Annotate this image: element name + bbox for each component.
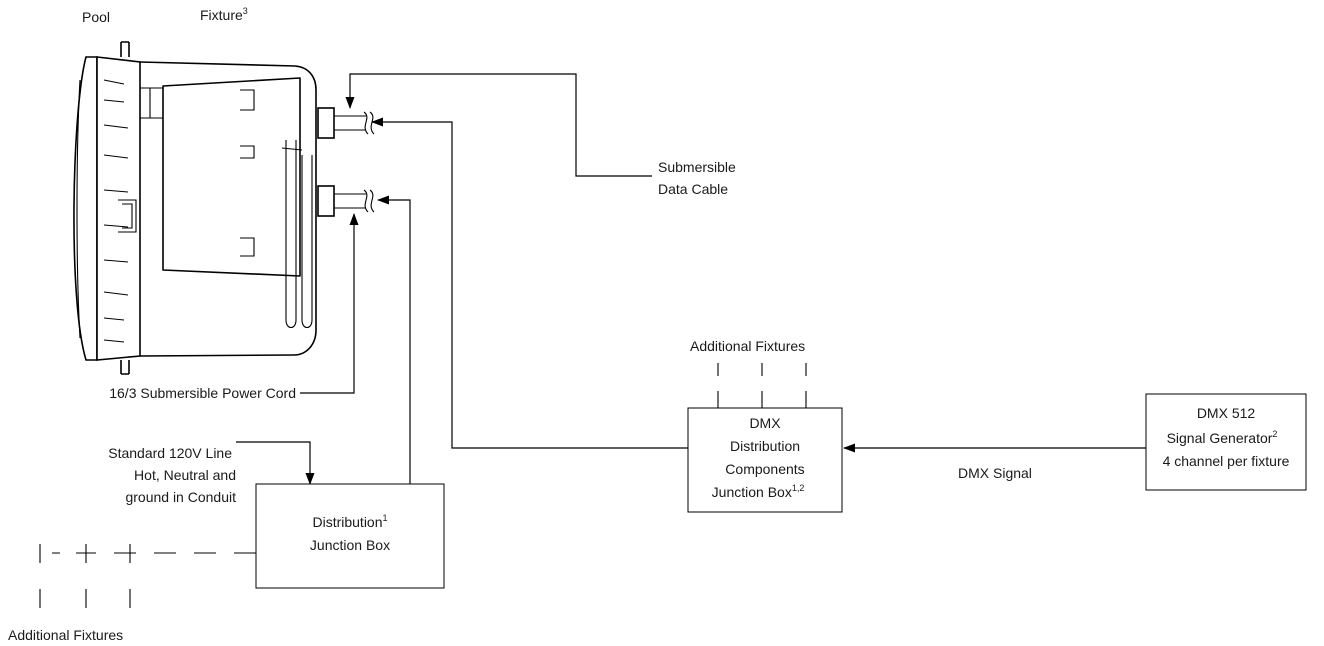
- generator-label-3: 4 channel per fixture: [1163, 453, 1290, 469]
- fixture-inner-clips: [240, 89, 255, 257]
- dmx-distribution-junction-box: [687, 407, 843, 513]
- distribution-additional-fixture-lines: [39, 544, 256, 608]
- distribution-to-power-cable: [377, 195, 411, 484]
- fixture-label: Fixture3: [200, 6, 248, 23]
- connections: [39, 73, 1146, 608]
- fixture-front-ring: [96, 56, 141, 361]
- line-to-distribution: [236, 441, 315, 485]
- fixture-ribs: [103, 79, 129, 343]
- fixture-inner-body: [162, 77, 301, 277]
- pool-label: Pool: [82, 9, 110, 25]
- power-cable-gland: [317, 185, 335, 217]
- data-cable-stub: [334, 111, 375, 135]
- power-cable-stub: [334, 189, 375, 213]
- dmx-signal-label: DMX Signal: [958, 465, 1032, 481]
- line-label-1: Standard 120V Line: [108, 445, 232, 461]
- fixture-flange-bottom: [120, 360, 130, 375]
- dmx-box-label-4: Junction Box1,2: [712, 483, 805, 500]
- data-cable-label-line2: Data Cable: [658, 181, 728, 197]
- additional-fixtures-top-label: Additional Fixtures: [690, 338, 805, 354]
- line-label-3: ground in Conduit: [125, 489, 236, 505]
- generator-label-1: DMX 512: [1197, 405, 1256, 421]
- generator-label-2: Signal Generator2: [1167, 429, 1278, 446]
- dmx-additional-fixture-lines: [717, 363, 807, 408]
- fixture-flange-top: [120, 41, 130, 57]
- dmx-to-data-cable: [371, 117, 688, 449]
- dmx-box-label-1: DMX: [749, 415, 781, 431]
- line-label-2: Hot, Neutral and: [134, 467, 236, 483]
- fixture-rear-channels: [285, 140, 313, 329]
- distribution-box-label-2: Junction Box: [310, 537, 390, 553]
- fixture-neck: [140, 87, 163, 119]
- data-cable-gland: [317, 107, 335, 139]
- power-cord-leader: [300, 213, 359, 394]
- additional-fixtures-left-label: Additional Fixtures: [8, 627, 123, 643]
- fixture-lens-edge: [76, 79, 81, 339]
- data-cable-leader: [345, 73, 652, 177]
- dmx-box-label-2: Distribution: [730, 438, 800, 454]
- distribution-box-label-1: Distribution1: [312, 513, 387, 530]
- pool-light-fixture: [73, 41, 375, 375]
- dmx-signal-generator-box: [1145, 393, 1307, 491]
- fixture-rear-clip: [281, 147, 303, 151]
- power-cord-label: 16/3 Submersible Power Cord: [109, 385, 296, 401]
- distribution-junction-box: [255, 483, 445, 589]
- data-cable-label-line1: Submersible: [658, 159, 736, 175]
- fixture-housing: [139, 61, 317, 357]
- fixture-lens: [73, 56, 98, 361]
- dmx-box-label-3: Components: [725, 461, 804, 477]
- fixture-ring-notch: [118, 199, 137, 233]
